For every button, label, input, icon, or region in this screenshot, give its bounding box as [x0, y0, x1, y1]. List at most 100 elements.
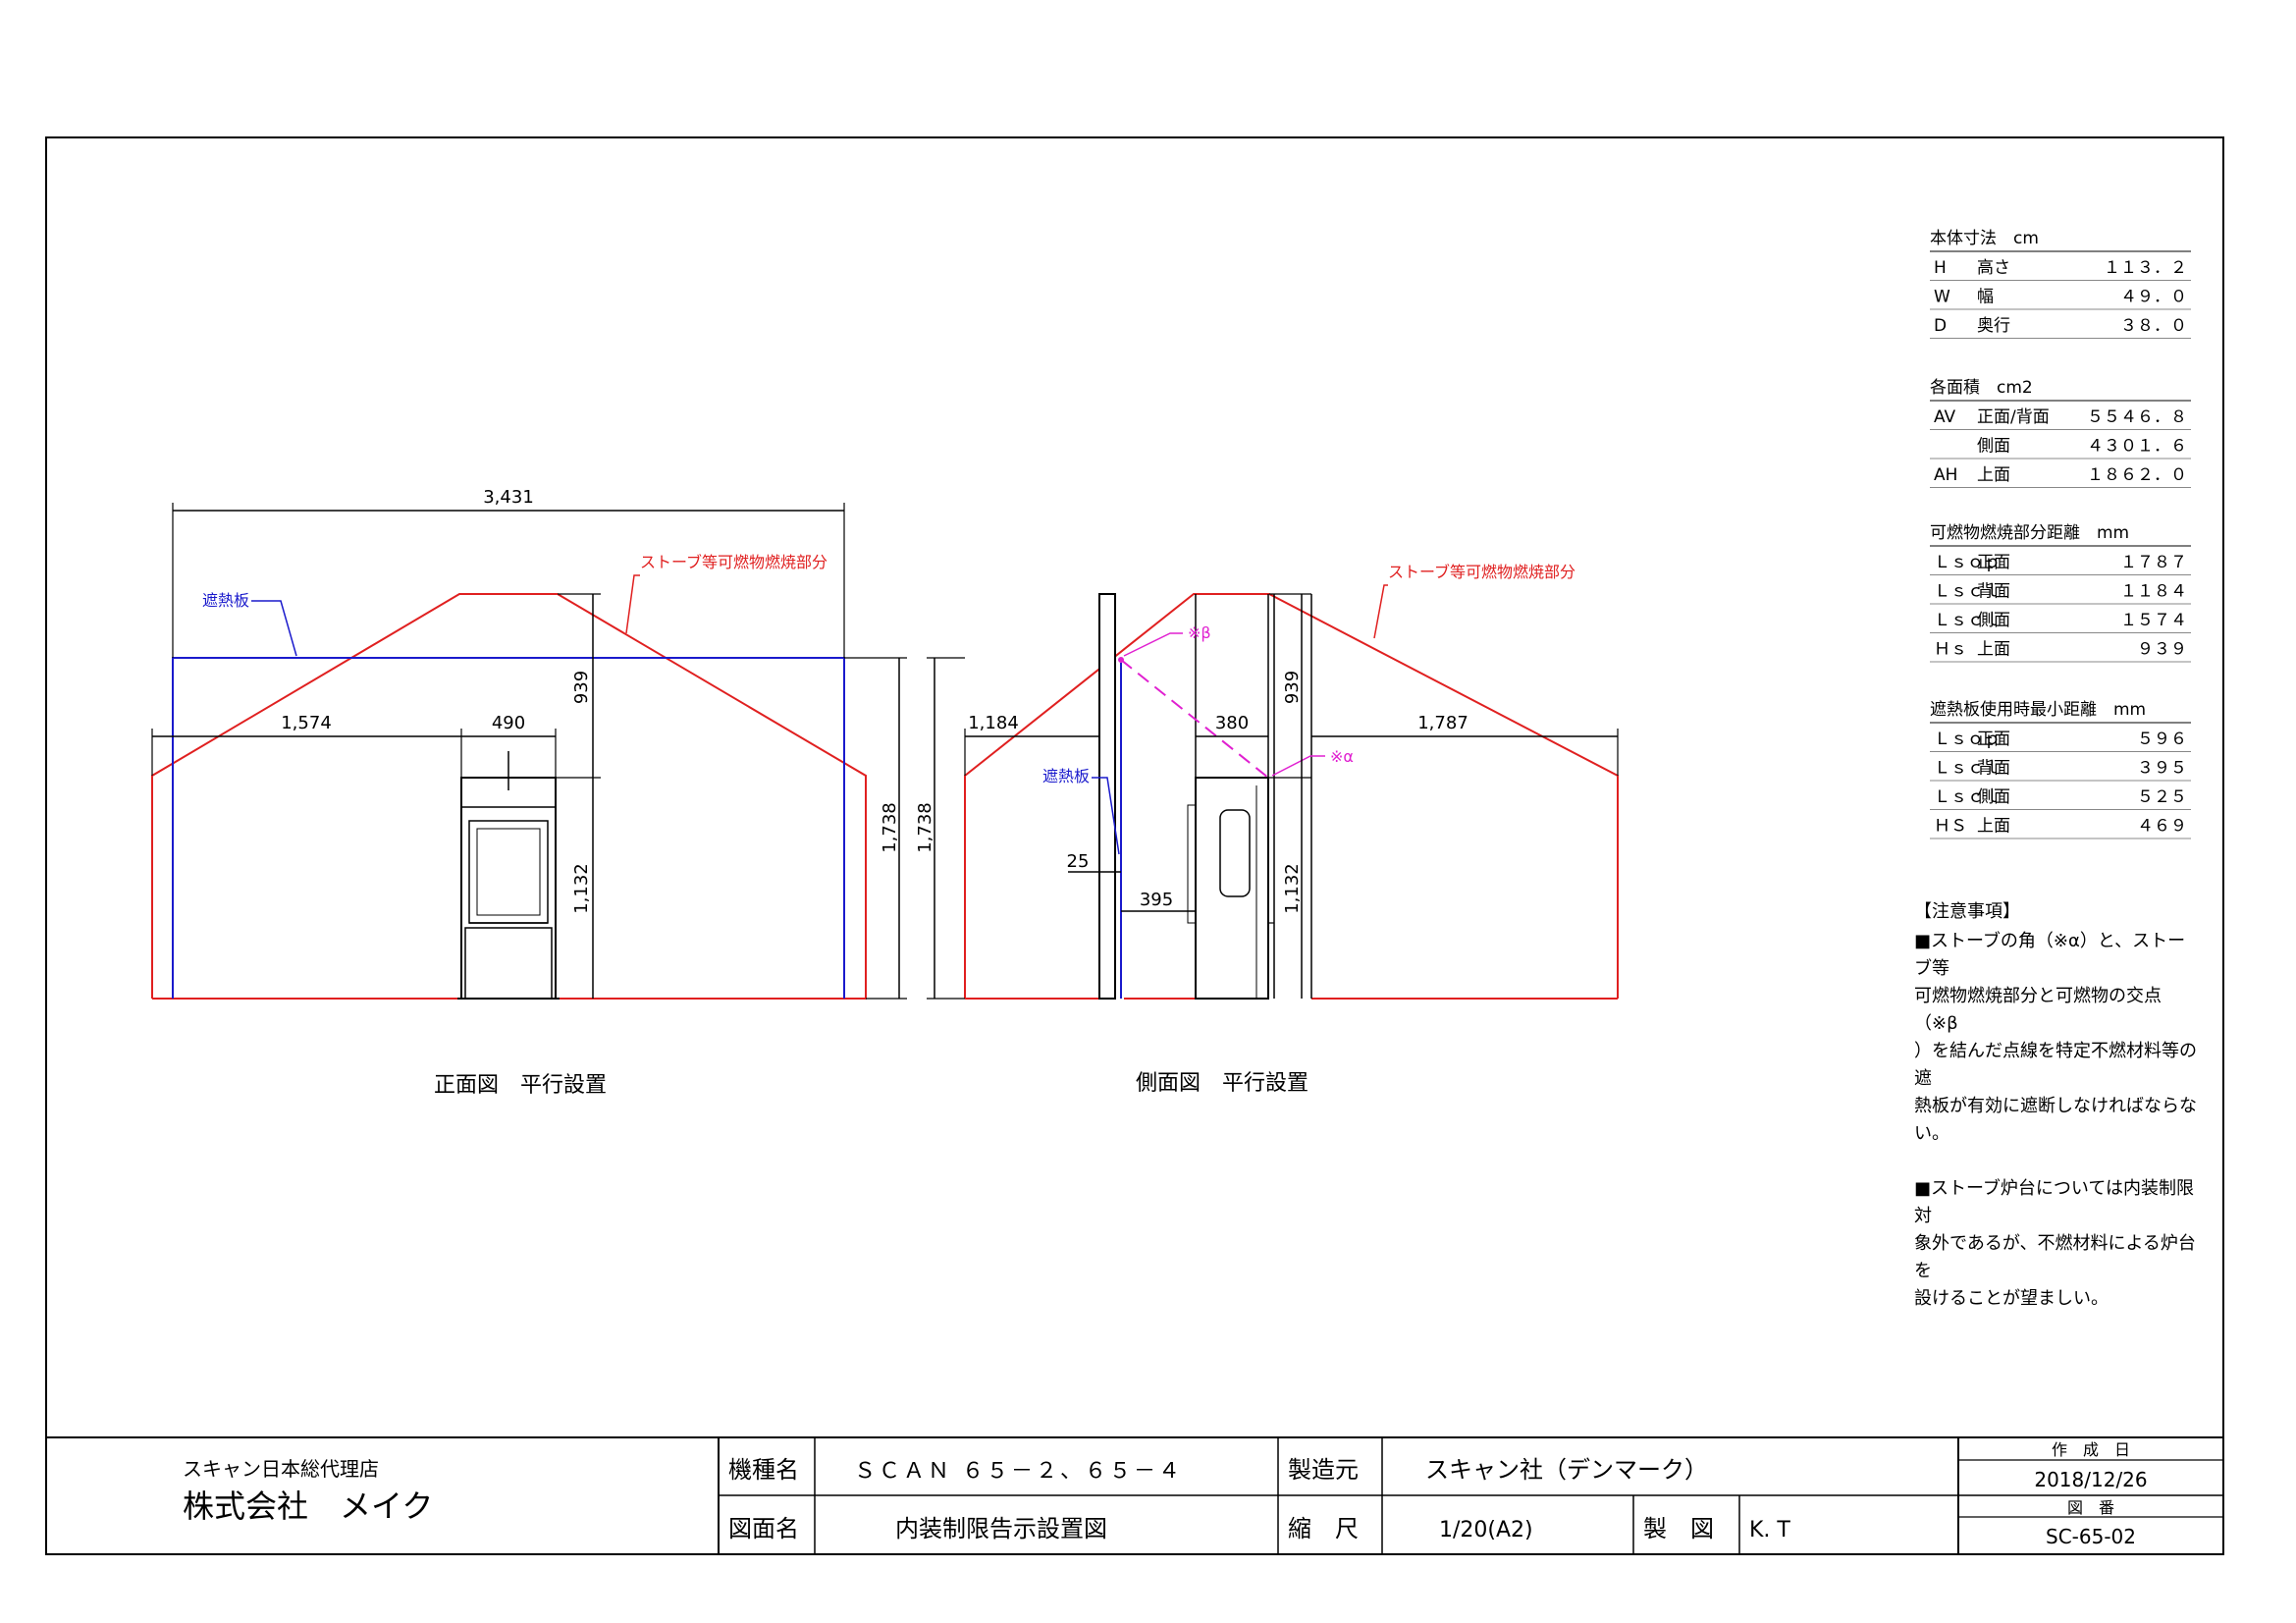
spec-title-shield: 遮熱板使用時最小距離 mm: [1930, 699, 2146, 720]
spec-row-value: １７８７: [2120, 553, 2187, 572]
spec-row-key: Ｌｓｏｐ: [1934, 553, 2001, 572]
side-dim-gap: 25: [1067, 851, 1090, 872]
side-mark-alpha: ※α: [1330, 747, 1354, 766]
side-dim-depth: 380: [1215, 713, 1249, 733]
spec-row-name: 上面: [1977, 817, 2010, 837]
spec-row-key: H: [1934, 258, 1947, 278]
front-dim-stove-width: 490: [492, 713, 525, 733]
front-dim-total: 3,431: [483, 487, 534, 508]
sheet-border: [45, 136, 2224, 1555]
side-mark-beta: ※β: [1188, 623, 1211, 642]
front-heat-shield: [172, 657, 845, 999]
spec-row-value: ５９６: [2137, 730, 2187, 749]
drafter-value: K. T: [1749, 1518, 1790, 1542]
spec-title-dist: 可燃物燃焼部分距離 mm: [1930, 523, 2129, 543]
scale-value: 1/20(A2): [1439, 1518, 1533, 1542]
spec-row-name: 側面: [1977, 611, 2010, 630]
note-2: ■ストーブ炉台については内装制限対 象外であるが、不燃材料による炉台を 設けるこ…: [1914, 1178, 2196, 1309]
date-label: 作 成 日: [2052, 1440, 2130, 1459]
scale-label: 縮 尺: [1288, 1515, 1359, 1542]
front-dim-stove-height: 1,132: [571, 863, 592, 914]
spec-row-name: 幅: [1977, 288, 1994, 307]
drawing-label: 図面名: [728, 1515, 799, 1542]
spec-row-name: 上面: [1977, 465, 2010, 485]
spec-row-value: ４９．０: [2120, 288, 2187, 307]
spec-row-key: Ｌｓｃｌ: [1934, 759, 2001, 779]
date-value: 2018/12/26: [2034, 1468, 2147, 1491]
maker-value: スキャン社（デンマーク）: [1425, 1456, 1708, 1484]
side-dim-top: 939: [1282, 671, 1303, 704]
note-1: ■ストーブの角（※α）と、ストーブ等 可燃物燃焼部分と可燃物の交点（※β ）を結…: [1914, 931, 2197, 1144]
spec-row-value: ４６９: [2137, 817, 2187, 837]
spec-row-key: ＨＳ: [1934, 817, 1967, 837]
spec-row-name: 背面: [1977, 582, 2010, 602]
spec-row-value: １８６２．０: [2087, 465, 2187, 485]
spec-row-key: D: [1934, 316, 1947, 336]
front-caption: 正面図 平行設置: [434, 1073, 607, 1098]
spec-row-name: 正面/背面: [1977, 407, 2050, 427]
spec-title-area: 各面積 cm2: [1930, 378, 2033, 398]
spec-row-key: AV: [1934, 407, 1956, 427]
drafter-label: 製 図: [1643, 1515, 1714, 1542]
front-stove: [457, 751, 560, 1000]
side-view: ※β ※α 1,184 380 1,787 939 1,132 1,738 25…: [915, 563, 1619, 1096]
spec-row-key: W: [1934, 288, 1950, 307]
side-dim-left: 1,184: [968, 713, 1019, 733]
notes-panel: 【注意事項】 ■ストーブの角（※α）と、ストーブ等 可燃物燃焼部分と可燃物の交点…: [1914, 898, 2199, 1313]
side-wall: [1098, 593, 1116, 1000]
spec-row-key: AH: [1934, 465, 1957, 485]
front-dim-top: 939: [571, 671, 592, 704]
front-label-heat-shield: 遮熱板: [202, 591, 249, 610]
spec-row-name: 側面: [1977, 437, 2010, 457]
side-combustible-outline: [964, 593, 1619, 999]
maker-label: 製造元: [1288, 1456, 1359, 1484]
spec-row-name: 正面: [1977, 553, 2010, 572]
spec-row-key: Ｌｓｃｌ: [1934, 582, 2001, 602]
side-dashed-line: [1120, 659, 1269, 779]
spec-row-name: 正面: [1977, 730, 2010, 749]
notes-heading: 【注意事項】: [1914, 901, 2020, 922]
spec-row-value: １１３．２: [2104, 258, 2187, 278]
company-name: 株式会社 メイク: [183, 1488, 433, 1525]
spec-row-value: ３８．０: [2120, 316, 2187, 336]
front-dim-height: 1,738: [880, 802, 900, 853]
side-dim-shield: 395: [1140, 890, 1173, 910]
spec-row-value: １１８４: [2120, 582, 2187, 602]
side-label-combustible: ストーブ等可燃物燃焼部分: [1388, 563, 1575, 581]
model-value: ＳＣＡＮ ６５－２、６５－４: [854, 1459, 1183, 1484]
spec-row-key: Ｌｓｏｐ: [1934, 730, 2001, 749]
spec-row-name: 側面: [1977, 787, 2010, 807]
side-stove: [1187, 594, 1274, 1000]
number-value: SC-65-02: [2046, 1525, 2136, 1548]
agent-label: スキャン日本総代理店: [183, 1457, 379, 1481]
number-label: 図 番: [2067, 1498, 2114, 1517]
drawing-value: 内装制限告示設置図: [895, 1515, 1107, 1542]
front-combustible-outline: [151, 593, 867, 1000]
spec-row-value: １５７４: [2120, 611, 2187, 630]
spec-row-name: 高さ: [1977, 258, 2010, 278]
title-block: スキャン日本総代理店 株式会社 メイク 機種名 ＳＣＡＮ ６５－２、６５－４ 製…: [46, 1436, 2223, 1554]
side-caption: 側面図 平行設置: [1136, 1071, 1308, 1096]
side-dim-stove-height: 1,132: [1282, 863, 1303, 914]
spec-row-key: Ｌｓｃｌ: [1934, 611, 2001, 630]
spec-row-value: ４３０１．６: [2087, 437, 2187, 457]
spec-row-name: 背面: [1977, 759, 2010, 779]
spec-row-value: ３９５: [2137, 759, 2187, 779]
spec-row-value: ５２５: [2137, 787, 2187, 807]
spec-row-key: Ｌｓｃｌ: [1934, 787, 2001, 807]
side-dim-height: 1,738: [915, 802, 935, 853]
model-label: 機種名: [728, 1456, 799, 1484]
front-dim-left: 1,574: [281, 713, 332, 733]
spec-row-key: Ｈｓ: [1934, 640, 1967, 660]
side-label-heat-shield: 遮熱板: [1042, 767, 1090, 785]
spec-row-value: ９３９: [2137, 640, 2187, 660]
front-view: 3,431 1,574 490 939 1,132 1,738 遮熱板 ストーブ…: [151, 487, 907, 1098]
spec-row-name: 上面: [1977, 640, 2010, 660]
spec-title-dims: 本体寸法 cm: [1930, 229, 2039, 248]
